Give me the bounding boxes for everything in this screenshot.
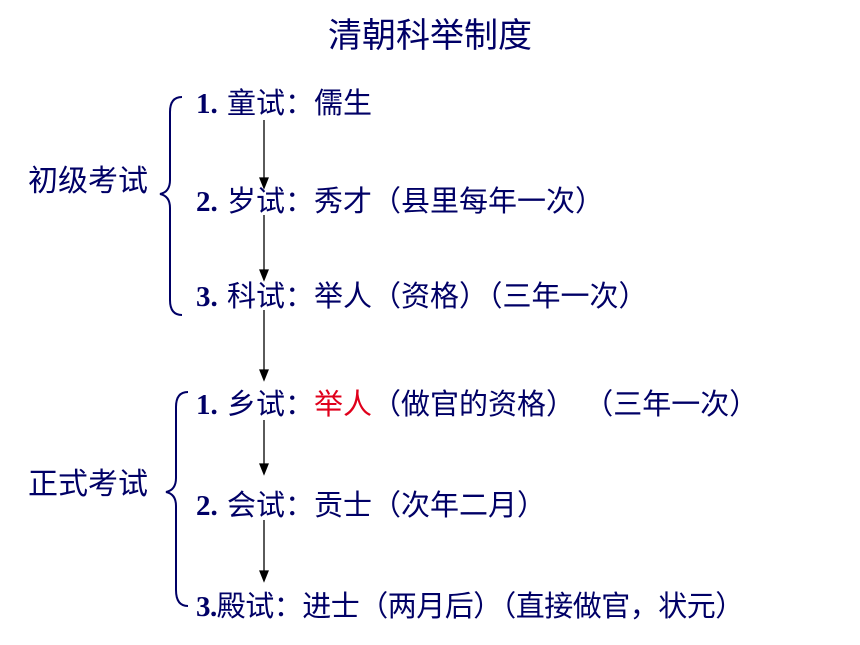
- arrow-3-head: [259, 369, 269, 382]
- exam-name: 殿试: [216, 589, 275, 623]
- formal-item-2: 2. 会试：贡士（次年二月）: [196, 482, 546, 524]
- exam-note: （做官的资格） （三年一次）: [372, 387, 759, 421]
- exam-result: 儒生: [314, 86, 373, 120]
- exam-name: 会试: [226, 488, 285, 522]
- brace-formal: [165, 391, 189, 607]
- separator: ：: [284, 86, 314, 120]
- exam-result: 秀才: [314, 184, 373, 218]
- exam-note: （次年二月）: [372, 488, 547, 522]
- exam-note: （两月后）（直接做官，状元）: [359, 589, 744, 623]
- item-number: 2.: [196, 186, 218, 218]
- exam-result-highlight: 举人: [314, 387, 373, 421]
- separator: ：: [284, 184, 314, 218]
- exam-name: 童试: [226, 86, 285, 120]
- arrow-5-head: [259, 570, 269, 583]
- group-label-formal: 正式考试: [28, 467, 148, 502]
- item-number: 1.: [196, 88, 218, 120]
- separator: ：: [284, 387, 314, 421]
- group-label-primary: 初级考试: [28, 164, 148, 199]
- formal-item-3: 3.殿试：进士（两月后）（直接做官，状元）: [196, 583, 744, 625]
- primary-item-1: 1. 童试：儒生: [196, 80, 372, 122]
- exam-note: （县里每年一次）: [372, 184, 605, 218]
- arrow-4-head: [259, 463, 269, 476]
- item-number: 2.: [196, 490, 218, 522]
- exam-name: 乡试: [226, 387, 285, 421]
- arrow-1-head: [259, 177, 269, 190]
- exam-result: 举人: [314, 279, 373, 313]
- exam-result: 进士: [302, 589, 360, 623]
- separator: ：: [284, 279, 314, 313]
- item-number: 1.: [196, 389, 218, 421]
- separator: ：: [273, 589, 303, 623]
- exam-name: 岁试: [226, 184, 285, 218]
- brace-primary: [159, 96, 183, 316]
- page-title: 清朝科举制度: [328, 16, 532, 56]
- exam-name: 科试: [226, 279, 285, 313]
- formal-item-1: 1. 乡试：举人（做官的资格） （三年一次）: [196, 381, 758, 423]
- separator: ：: [284, 488, 314, 522]
- item-number: 3.: [196, 591, 217, 623]
- primary-item-3: 3. 科试：举人（资格）（三年一次）: [196, 273, 648, 315]
- arrow-2-head: [259, 269, 269, 282]
- primary-item-2: 2. 岁试：秀才（县里每年一次）: [196, 178, 604, 220]
- item-number: 3.: [196, 281, 218, 313]
- exam-result: 贡士: [314, 488, 373, 522]
- exam-note: （资格）（三年一次）: [372, 279, 648, 313]
